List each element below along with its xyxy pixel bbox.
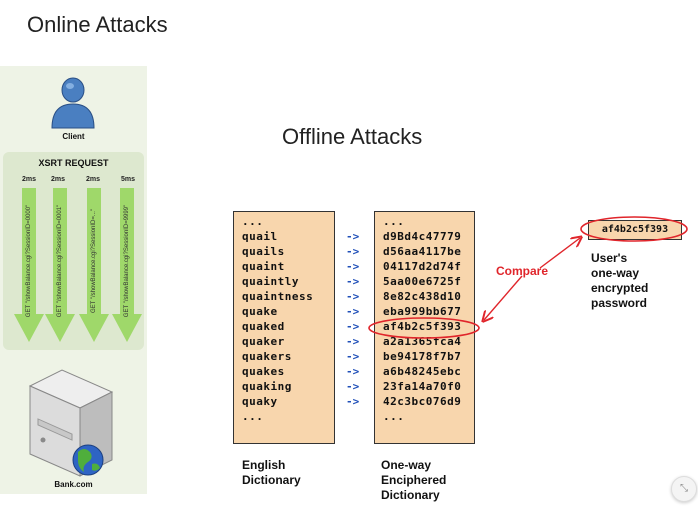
title-offline-attacks: Offline Attacks — [282, 124, 423, 149]
mapping-arrow: -> — [346, 395, 360, 408]
dictionary-word: quaking — [242, 380, 292, 393]
user-label-line: one-way — [591, 266, 640, 280]
dictionary-word: quakes — [242, 365, 285, 378]
hash-value: eba999bb677 — [383, 305, 462, 318]
collapse-icon: ⤡ — [680, 483, 688, 494]
dictionary-word: ... — [242, 215, 264, 228]
mapping-arrow: -> — [346, 260, 360, 273]
request-arrow — [79, 188, 109, 342]
hash-value: d56aa4117be — [383, 245, 462, 258]
online-attack-graphics — [28, 77, 114, 477]
dictionary-word: quaker — [242, 335, 285, 348]
request-arrow — [14, 188, 44, 342]
user-label-line: password — [591, 296, 648, 310]
hash-value: 5aa00e6725f — [383, 275, 462, 288]
request-arrow — [112, 188, 142, 342]
request-arrows — [14, 188, 142, 342]
user-label-line: User's — [591, 251, 628, 265]
english-dictionary-caption: English Dictionary — [242, 458, 301, 488]
dictionary-word: quaintness — [242, 290, 314, 303]
user-label-line: encrypted — [591, 281, 649, 295]
compare-arrow-to-match — [484, 275, 523, 320]
dictionary-word: quaintly — [242, 275, 299, 288]
caption-line: Dictionary — [242, 473, 301, 487]
timing-label: 2ms — [22, 176, 37, 183]
compare-label: Compare — [496, 264, 549, 278]
mapping-arrow: -> — [346, 350, 360, 363]
caption-line: English — [242, 458, 286, 472]
person-icon — [51, 77, 95, 129]
user-hash-highlight — [580, 216, 688, 242]
hash-value: 04117d2d74f — [383, 260, 462, 273]
server-label: Bank.com — [54, 480, 93, 489]
hash-value: 8e82c438d10 — [383, 290, 462, 303]
dictionary-word: quakers — [242, 350, 292, 363]
client-label: Client — [62, 132, 85, 141]
hash-value: d9Bd4c47779 — [383, 230, 462, 243]
dictionary-word: quaky — [242, 395, 278, 408]
dictionary-word: quail — [242, 230, 278, 243]
user-password-label: User's one-way encrypted password — [591, 251, 648, 311]
enciphered-dictionary-caption: One-way Enciphered Dictionary — [381, 458, 446, 503]
globe-icon — [72, 444, 104, 476]
server-tower-icon — [28, 369, 114, 477]
dictionary-word: ... — [242, 410, 264, 423]
english-dictionary-box — [233, 211, 335, 444]
collapse-button[interactable]: ⤡ — [671, 476, 697, 502]
mapping-arrow: -> — [346, 230, 360, 243]
mapping-arrow: -> — [346, 305, 360, 318]
mapping-arrow: -> — [346, 290, 360, 303]
request-arrow — [45, 188, 75, 342]
dictionary-word: quaint — [242, 260, 285, 273]
dictionary-word: quaked — [242, 320, 285, 333]
mapping-arrow: -> — [346, 335, 360, 348]
caption-line: One-way — [381, 458, 432, 472]
hash-value: a6b48245ebc — [383, 365, 462, 378]
mapping-arrow: -> — [346, 320, 360, 333]
xsrt-request-title: XSRT REQUEST — [38, 158, 109, 168]
compare-arrow-to-user — [539, 238, 580, 269]
user-password-hash: af4b2c5f393 — [588, 220, 682, 240]
hash-value: ... — [383, 410, 405, 423]
caption-line: Enciphered — [381, 473, 447, 487]
mapping-arrow: -> — [346, 275, 360, 288]
hash-value: 42c3bc076d9 — [383, 395, 462, 408]
enciphered-dictionary-box — [374, 211, 475, 444]
dictionary-word: quake — [242, 305, 278, 318]
timing-label: 2ms — [51, 176, 66, 183]
dictionary-word: quails — [242, 245, 285, 258]
caption-line: Dictionary — [381, 488, 440, 502]
timing-label: 5ms — [121, 176, 136, 183]
mapping-arrow: -> — [346, 245, 360, 258]
matched-hash-highlight — [368, 317, 480, 339]
hash-value: be94178f7b7 — [383, 350, 462, 363]
hash-value: 23fa14a70f0 — [383, 380, 462, 393]
hash-value-matched: af4b2c5f393 — [383, 320, 462, 333]
title-online-attacks: Online Attacks — [27, 12, 168, 37]
timing-label: 2ms — [86, 176, 101, 183]
hash-value: ... — [383, 215, 405, 228]
mapping-arrow: -> — [346, 365, 360, 378]
mapping-arrow: -> — [346, 380, 360, 393]
